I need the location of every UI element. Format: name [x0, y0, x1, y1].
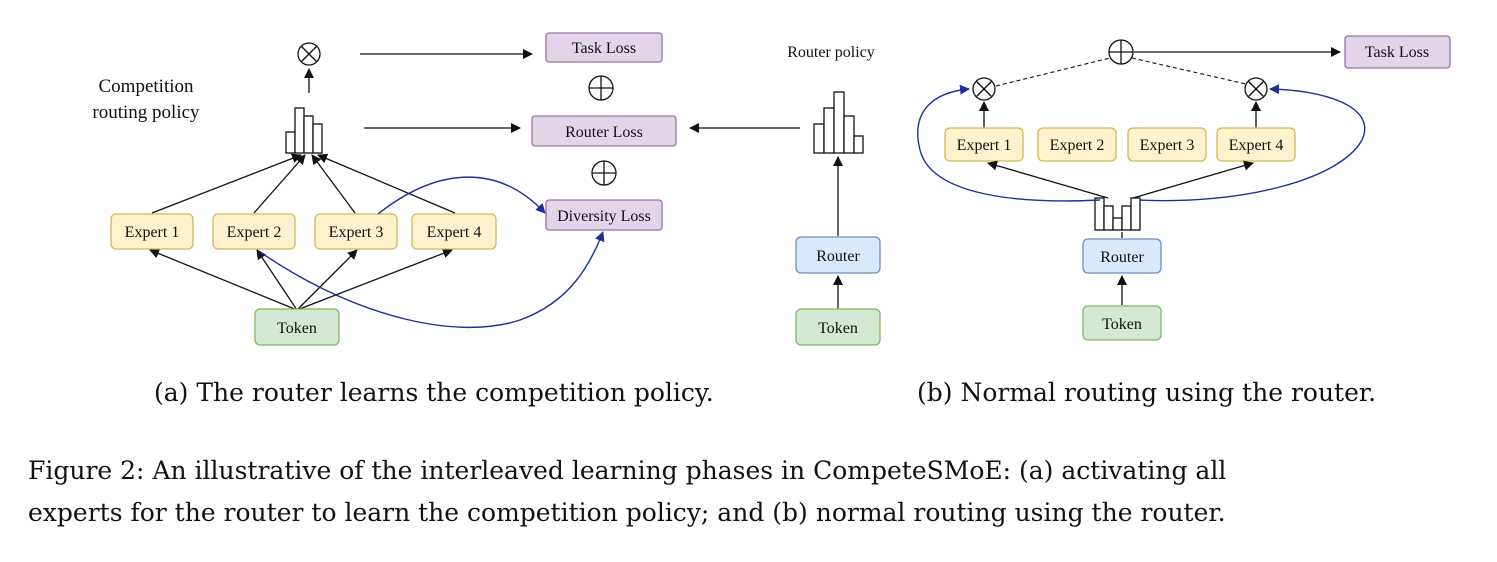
- diversity-loss-box: Diversity Loss: [545, 199, 663, 231]
- router-loss-box: Router Loss: [531, 115, 677, 147]
- router-box-a: Router: [795, 236, 881, 274]
- task-loss-label: Task Loss: [572, 40, 636, 57]
- expert3-to-diversity-arrow: [377, 176, 546, 215]
- multiply-operator-icon: [972, 77, 996, 101]
- token-label: Token: [1102, 316, 1142, 333]
- router-loss-label: Router Loss: [565, 124, 643, 141]
- policy-label-line2: routing policy: [92, 102, 200, 123]
- expert-label: Expert 4: [427, 224, 482, 241]
- method-diagram: Competition routing policy Expert 1: [92, 32, 1451, 346]
- router-label: Router: [1100, 249, 1144, 266]
- expert-label: Expert 1: [125, 224, 180, 241]
- expert-box-a-2: Expert 2: [212, 213, 296, 250]
- loop-arrow-right: [1139, 84, 1366, 202]
- panel-a: Competition routing policy Expert 1: [92, 32, 881, 346]
- expert-label: Expert 3: [1140, 137, 1195, 154]
- panel-b: Task Loss Expert 1 Expert 2: [917, 35, 1451, 341]
- policy-label-line1: Competition: [99, 76, 195, 97]
- task-loss-label: Task Loss: [1365, 44, 1429, 61]
- token-label: Token: [818, 320, 858, 337]
- figure-caption-line1: Figure 2: An illustrative of the interle…: [28, 456, 1227, 485]
- router-policy-label: Router policy: [787, 44, 875, 61]
- diversity-loss-label: Diversity Loss: [557, 208, 651, 225]
- expert-label: Expert 2: [227, 224, 282, 241]
- loop-arrow-left: [917, 84, 1101, 202]
- subfigure-b-caption: (b) Normal routing using the router.: [917, 378, 1377, 407]
- expert-box-a-3: Expert 3: [314, 213, 398, 250]
- token-label: Token: [277, 320, 317, 337]
- plus-operator-icon: [588, 75, 614, 101]
- expert-box-a-4: Expert 4: [411, 213, 497, 250]
- router-histogram-icon: [1094, 197, 1141, 231]
- token-box-a-router: Token: [795, 308, 881, 346]
- expert-box-a-1: Expert 1: [110, 213, 194, 250]
- router-policy-histogram-icon: [813, 91, 864, 154]
- figure-caption-line2: experts for the router to learn the comp…: [28, 498, 1226, 527]
- task-loss-box-b: Task Loss: [1344, 35, 1451, 69]
- figure-caption: Figure 2: An illustrative of the interle…: [28, 450, 1468, 534]
- expert-label: Expert 2: [1050, 137, 1105, 154]
- expert-box-b-3: Expert 3: [1127, 127, 1207, 162]
- dashed-line-right: [1131, 57, 1247, 85]
- multiply-operator-icon: [297, 42, 321, 66]
- expert-label: Expert 3: [329, 224, 384, 241]
- histogram-to-expert1-arrow: [987, 160, 1109, 199]
- plus-operator-icon: [591, 160, 617, 186]
- expert-box-b-1: Expert 1: [944, 127, 1024, 162]
- router-box-b: Router: [1082, 238, 1162, 274]
- dashed-line-left: [995, 57, 1111, 87]
- histogram-to-expert4-arrow: [1132, 160, 1254, 199]
- competition-histogram-icon: [285, 107, 323, 154]
- expert-label: Expert 1: [957, 137, 1012, 154]
- plus-operator-icon: [1108, 39, 1134, 65]
- token-box-b: Token: [1082, 305, 1162, 341]
- expert-box-b-2: Expert 2: [1037, 127, 1117, 162]
- token-to-expert-arrows: [149, 248, 453, 311]
- expert2-to-diversity-arrow: [259, 231, 605, 329]
- multiply-operator-icon: [1244, 77, 1268, 101]
- task-loss-box-a: Task Loss: [545, 32, 663, 63]
- expert-box-b-4: Expert 4: [1216, 127, 1296, 162]
- token-box-a: Token: [254, 308, 340, 346]
- router-label: Router: [816, 248, 860, 265]
- expert-label: Expert 4: [1229, 137, 1284, 154]
- subfigure-a-caption: (a) The router learns the competition po…: [154, 378, 714, 407]
- expert-to-histogram-arrows: [151, 153, 456, 214]
